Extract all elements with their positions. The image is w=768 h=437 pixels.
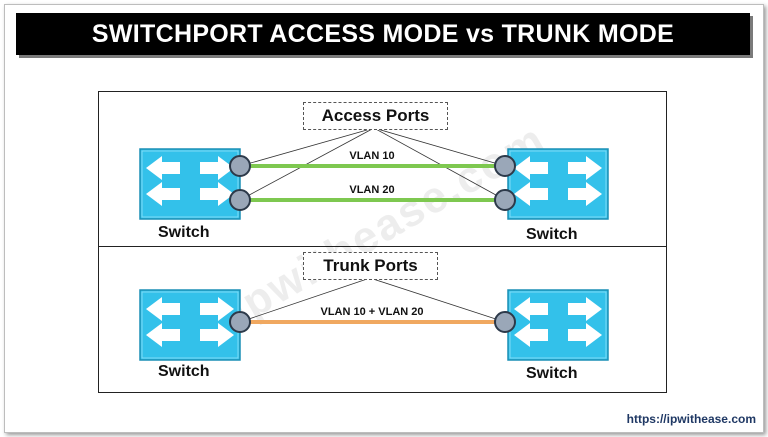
source-url[interactable]: https://ipwithease.com — [626, 412, 756, 426]
switch-caption: Switch — [526, 226, 578, 243]
switch-caption: Switch — [158, 224, 210, 241]
port-icon — [229, 155, 251, 177]
access-ports-label: Access Ports — [303, 102, 448, 130]
trunk-ports-label: Trunk Ports — [303, 252, 438, 280]
port-icon — [494, 311, 516, 333]
vlan10-label: VLAN 10 — [349, 150, 395, 162]
switch-caption: Switch — [158, 363, 210, 380]
switch-icon — [507, 289, 609, 361]
port-icon — [494, 155, 516, 177]
vlan20-label: VLAN 20 — [349, 184, 395, 196]
switch-icon — [507, 148, 609, 220]
port-icon — [229, 189, 251, 211]
port-icon — [494, 189, 516, 211]
port-icon — [229, 311, 251, 333]
trunk-vlan-label: VLAN 10 + VLAN 20 — [320, 306, 424, 318]
page-title: SWITCHPORT ACCESS MODE vs TRUNK MODE — [91, 19, 675, 48]
trunk-callout-lines — [239, 277, 506, 323]
switch-icon — [139, 148, 241, 220]
switch-icon — [139, 289, 241, 361]
switch-caption: Switch — [526, 365, 578, 382]
section-divider — [98, 246, 666, 247]
title-banner: SWITCHPORT ACCESS MODE vs TRUNK MODE — [16, 13, 750, 55]
